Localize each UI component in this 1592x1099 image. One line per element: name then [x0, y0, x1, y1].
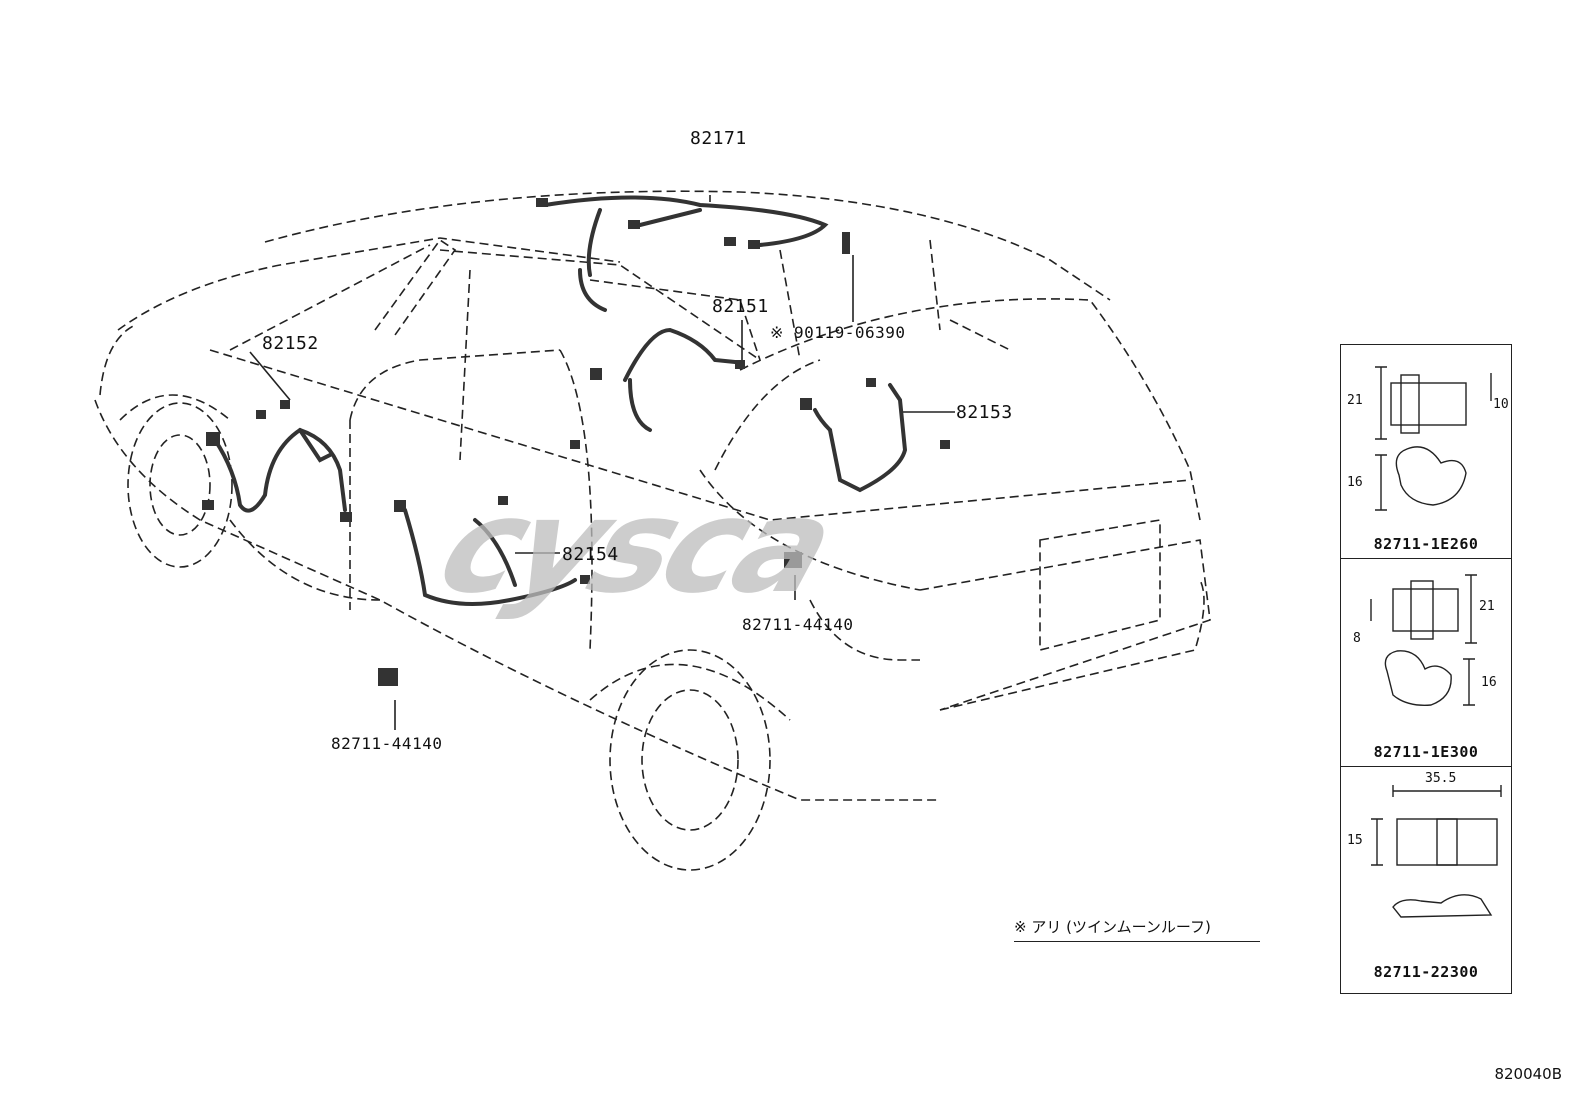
harness-82152-line — [213, 427, 347, 513]
clip-cell-2: 21 8 16 82711-1E300 — [1341, 559, 1511, 767]
sunroof-note: ※ アリ (ツインムーンルーフ) — [1014, 916, 1260, 942]
label-82152: 82152 — [262, 333, 319, 354]
clip-3-part-number: 82711-22300 — [1373, 963, 1479, 981]
clip-1-drawing — [1375, 366, 1492, 511]
clip-1-part-number: 82711-1E260 — [1373, 535, 1479, 553]
clip-1-dim-c: 16 — [1347, 475, 1363, 490]
clip-2-drawing — [1370, 574, 1477, 706]
label-82154: 82154 — [562, 544, 619, 565]
clip-1-dim-b: 10 — [1493, 397, 1509, 412]
harness-82151-line — [623, 327, 737, 382]
clip-3-drawing — [1371, 785, 1502, 918]
front-wheel — [127, 402, 233, 568]
clip-2-part-number: 82711-1E300 — [1373, 743, 1479, 761]
label-clamp-rear: 82711-44140 — [742, 615, 854, 634]
label-82153: 82153 — [956, 402, 1013, 423]
hood-outline — [117, 237, 621, 331]
clip-3-dim-b: 15 — [1347, 833, 1363, 848]
clip-2-dim-c: 16 — [1481, 675, 1497, 690]
harness-82153-line — [828, 383, 908, 493]
clip-3-dim-a: 35.5 — [1425, 771, 1457, 786]
body-side — [94, 399, 940, 801]
label-clamp-front: 82711-44140 — [331, 734, 443, 753]
roof-harness-line — [543, 195, 829, 247]
label-bolt: ※ 90119-06390 — [770, 323, 906, 342]
roof-outline — [264, 190, 1111, 301]
rear-hatch — [739, 298, 1201, 521]
clip-reference-panel: 21 10 16 82711-1E260 21 8 16 82711-1E300 — [1340, 344, 1512, 994]
label-82151: 82151 — [712, 296, 769, 317]
clip-cell-1: 21 10 16 82711-1E260 — [1341, 345, 1511, 559]
clip-cell-3: 35.5 15 82711-22300 — [1341, 767, 1511, 993]
rear-wheel — [609, 649, 771, 871]
label-82171: 82171 — [690, 128, 747, 149]
harness-82154-line — [403, 508, 577, 606]
figure-code: 820040B — [1494, 1065, 1562, 1083]
clip-2-dim-a: 21 — [1479, 599, 1495, 614]
clip-1-dim-a: 21 — [1347, 393, 1363, 408]
clip-2-dim-b: 8 — [1353, 631, 1361, 646]
